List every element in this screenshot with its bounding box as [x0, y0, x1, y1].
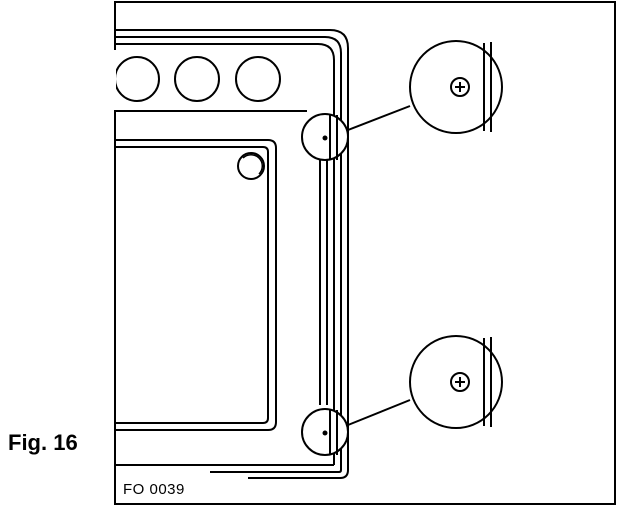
- figure-frame: [114, 1, 616, 505]
- detail-zoom-bottom: [409, 335, 503, 429]
- knob-3: [235, 56, 281, 102]
- leader-lines: [347, 105, 411, 426]
- control-knobs: [114, 56, 281, 102]
- figure-label: Fig. 16: [8, 430, 78, 455]
- detail-circle-bottom-small: [301, 408, 349, 456]
- door-window: [116, 139, 277, 431]
- knob-2: [174, 56, 220, 102]
- knob-1: [114, 56, 160, 102]
- side-rail: [319, 160, 328, 405]
- detail-zoom-top: [409, 40, 503, 134]
- door-corner-knob: [237, 152, 265, 180]
- detail-circle-top-small: [301, 113, 349, 161]
- panel-bottom-edges: [116, 464, 349, 479]
- screw-cross-icon: [450, 77, 470, 97]
- screw-cross-icon: [450, 372, 470, 392]
- figure-code: FO 0039: [123, 481, 185, 498]
- panel-top-edges: [116, 29, 349, 470]
